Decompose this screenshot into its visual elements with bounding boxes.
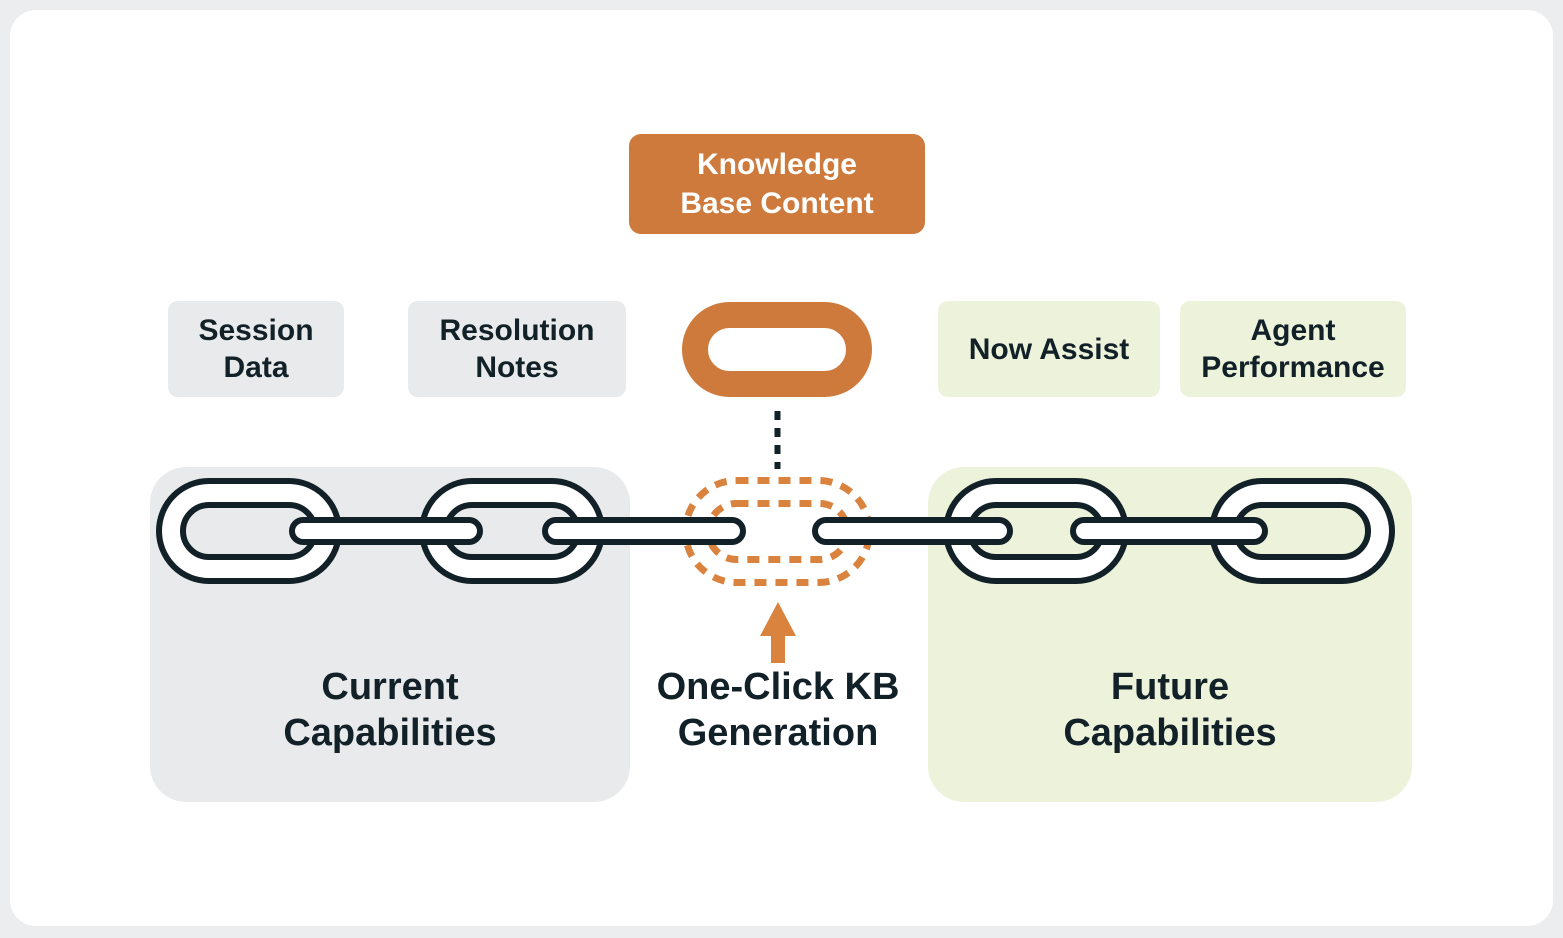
resolution-notes-box: Resolution Notes bbox=[408, 301, 626, 397]
chain-link-solid-icon bbox=[682, 302, 872, 397]
agent-performance-label: Agent Performance bbox=[1201, 314, 1385, 384]
resolution-notes-label: Resolution Notes bbox=[439, 314, 595, 384]
chain-illustration bbox=[140, 411, 1420, 663]
chain-connector-bars bbox=[289, 517, 1268, 545]
up-arrow-icon bbox=[760, 602, 796, 663]
one-click-kb-generation-caption: One-Click KB Generation bbox=[656, 666, 900, 754]
agent-performance-box: Agent Performance bbox=[1180, 301, 1406, 397]
session-data-label: Session Data bbox=[198, 314, 314, 384]
now-assist-box: Now Assist bbox=[938, 301, 1160, 397]
knowledge-base-content-node: Knowledge Base Content bbox=[629, 134, 925, 234]
now-assist-label: Now Assist bbox=[968, 332, 1130, 366]
future-capabilities-caption: Future Capabilities bbox=[1063, 666, 1277, 754]
knowledge-base-content-label: Knowledge Base Content bbox=[680, 148, 874, 220]
current-capabilities-caption: Current Capabilities bbox=[283, 666, 497, 754]
session-data-box: Session Data bbox=[168, 301, 344, 397]
